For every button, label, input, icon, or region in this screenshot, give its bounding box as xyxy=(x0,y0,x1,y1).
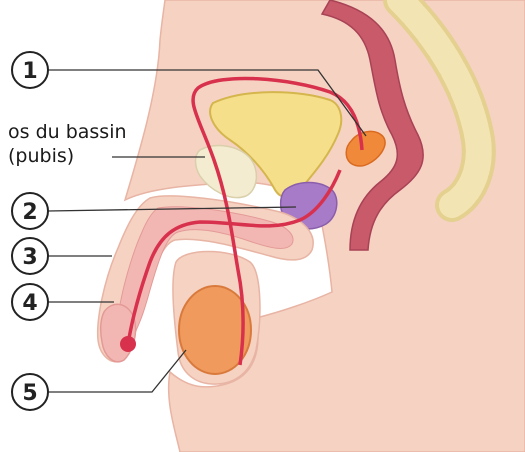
marker-4: 4 xyxy=(12,284,48,320)
marker-1-label: 1 xyxy=(22,59,37,84)
marker-5-label: 5 xyxy=(22,381,37,406)
marker-2: 2 xyxy=(12,193,48,229)
marker-3-label: 3 xyxy=(22,245,37,270)
marker-3: 3 xyxy=(12,238,48,274)
pubis-label-line2: (pubis) xyxy=(8,145,74,167)
pubis-label-line1: os du bassin xyxy=(8,121,127,143)
marker-4-label: 4 xyxy=(22,291,37,316)
marker-5: 5 xyxy=(12,374,48,410)
marker-1: 1 xyxy=(12,52,48,88)
marker-2-label: 2 xyxy=(22,200,37,225)
